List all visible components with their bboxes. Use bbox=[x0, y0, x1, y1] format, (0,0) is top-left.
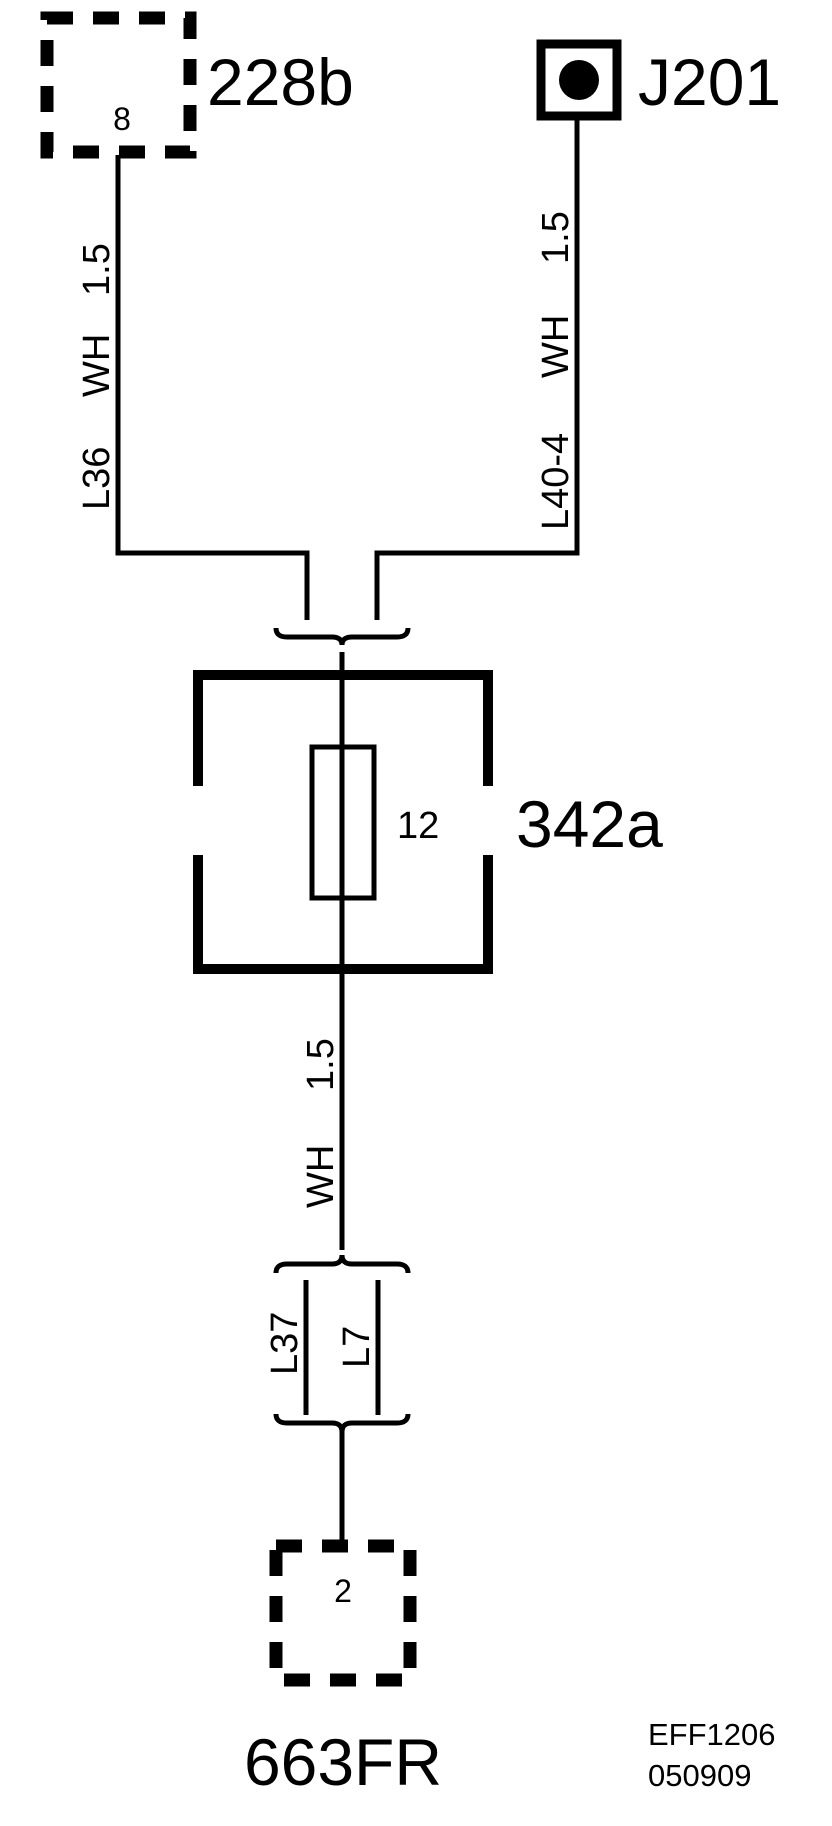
footer-code: EFF1206 bbox=[648, 1717, 776, 1752]
connector-663fr-label: 663FR bbox=[244, 1725, 442, 1799]
connector-663fr[interactable]: 2 bbox=[269, 1539, 417, 1687]
wire-l40-4-color: WH bbox=[535, 315, 577, 378]
wire-l40-4-gauge: 1.5 bbox=[535, 211, 577, 264]
wire-l36-gauge: 1.5 bbox=[76, 243, 118, 296]
wire-lower-color: WH bbox=[300, 1145, 342, 1208]
wire-l7-id: L7 bbox=[336, 1326, 378, 1368]
footer-date: 050909 bbox=[648, 1758, 751, 1793]
connector-228b[interactable]: 8 bbox=[40, 11, 197, 159]
connector-228b-pin: 8 bbox=[113, 101, 131, 137]
wire-lower-gauge: 1.5 bbox=[300, 1038, 342, 1091]
wire-l36[interactable] bbox=[115, 155, 310, 620]
wire-l36-color: WH bbox=[76, 334, 118, 397]
connector-228b-label: 228b bbox=[207, 45, 354, 119]
wire-l37-id: L37 bbox=[264, 1312, 306, 1375]
wire-l36-id: L36 bbox=[76, 447, 118, 510]
fuse-box-label: 342a bbox=[516, 787, 663, 861]
fuse-number: 12 bbox=[397, 805, 439, 847]
splice-top bbox=[273, 627, 411, 646]
connector-j201-label: J201 bbox=[638, 45, 781, 119]
terminal-dot-icon bbox=[559, 60, 599, 100]
connector-j201[interactable] bbox=[536, 39, 622, 121]
wire-l40-4[interactable] bbox=[374, 120, 580, 620]
connector-663fr-pin: 2 bbox=[334, 1573, 352, 1609]
splice-bottom-upper bbox=[273, 1254, 411, 1274]
wire-l40-4-id: L40-4 bbox=[535, 433, 577, 530]
splice-bottom-lower bbox=[273, 1413, 411, 1433]
